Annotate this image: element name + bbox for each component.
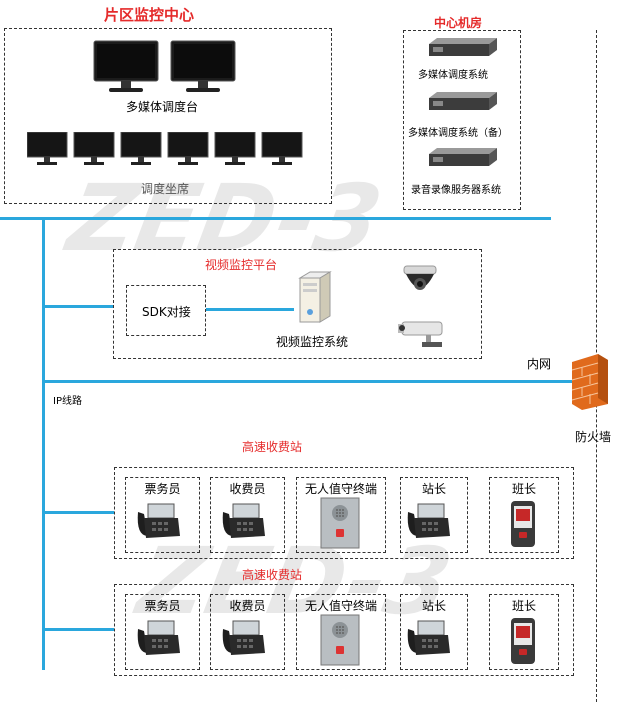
station1-cell-ticket: 票务员 bbox=[125, 477, 200, 553]
station2-box bbox=[114, 584, 574, 676]
ip-phone-icon bbox=[404, 500, 452, 540]
station2-cell-toll: 收费员 bbox=[210, 594, 285, 670]
cell-label: 无人值守终端 bbox=[304, 599, 377, 613]
ip-phone-icon bbox=[219, 500, 267, 540]
main-vertical-line bbox=[42, 217, 45, 670]
monitor-center-box bbox=[4, 28, 332, 204]
server-rack-icon bbox=[425, 90, 501, 114]
intercom-terminal-icon bbox=[320, 497, 360, 549]
station2-cell-ticket: 票务员 bbox=[125, 594, 200, 670]
intranet-line bbox=[42, 380, 572, 383]
machine-room-item-1: 多媒体调度系统 bbox=[418, 70, 488, 81]
server-tower-icon bbox=[296, 270, 336, 326]
console-label: 多媒体调度台 bbox=[126, 100, 199, 114]
seat-monitors bbox=[27, 132, 307, 168]
ip-phone-icon bbox=[404, 617, 452, 657]
server-rack-icon bbox=[425, 36, 501, 60]
sdk-label: SDK对接 bbox=[142, 305, 191, 319]
cell-label: 票务员 bbox=[144, 482, 181, 496]
station2-cell-monitor: 班长 bbox=[489, 594, 559, 670]
station2-title: 高速收费站 bbox=[242, 568, 303, 582]
machine-room-item-2: 多媒体调度系统（备） bbox=[408, 128, 508, 139]
station1-title: 高速收费站 bbox=[242, 440, 303, 454]
machine-room-title: 中心机房 bbox=[434, 16, 483, 30]
cell-label: 班长 bbox=[511, 599, 536, 613]
ip-phone-icon bbox=[134, 617, 182, 657]
sdk-box bbox=[126, 285, 206, 336]
firewall-label: 防火墙 bbox=[575, 430, 612, 444]
dome-camera-icon bbox=[400, 262, 440, 302]
bullet-camera-icon bbox=[396, 318, 448, 350]
video-system-label: 视频监控系统 bbox=[276, 335, 349, 349]
machine-room-item-3: 录音录像服务器系统 bbox=[411, 185, 501, 196]
cell-label: 收费员 bbox=[229, 599, 266, 613]
console-monitor-2 bbox=[170, 40, 236, 94]
video-platform-title: 视频监控平台 bbox=[205, 258, 278, 272]
video-platform-box bbox=[113, 249, 482, 359]
cell-label: 收费员 bbox=[229, 482, 266, 496]
station2-cell-stationmaster: 站长 bbox=[400, 594, 468, 670]
station1-branch-line bbox=[42, 511, 114, 514]
seats-label: 调度坐席 bbox=[141, 182, 190, 196]
firewall-icon bbox=[570, 352, 610, 412]
top-network-line bbox=[0, 217, 551, 220]
console-monitor-1 bbox=[93, 40, 159, 94]
intranet-label: 内网 bbox=[527, 357, 552, 371]
station1-cell-unattended: 无人值守终端 bbox=[296, 477, 386, 553]
ip-phone-icon bbox=[219, 617, 267, 657]
mobile-terminal-icon bbox=[510, 500, 536, 548]
station1-box bbox=[114, 467, 574, 559]
video-branch-line bbox=[42, 305, 113, 308]
station1-cell-stationmaster: 站长 bbox=[400, 477, 468, 553]
cell-label: 班长 bbox=[511, 482, 536, 496]
station1-cell-toll: 收费员 bbox=[210, 477, 285, 553]
server-rack-icon bbox=[425, 146, 501, 170]
cell-label: 站长 bbox=[421, 482, 446, 496]
station1-cell-monitor: 班长 bbox=[489, 477, 559, 553]
machine-room-box bbox=[403, 30, 521, 210]
cell-label: 站长 bbox=[421, 599, 446, 613]
cell-label: 无人值守终端 bbox=[304, 482, 377, 496]
station2-branch-line bbox=[42, 628, 114, 631]
cell-label: 票务员 bbox=[144, 599, 181, 613]
monitor-center-title: 片区监控中心 bbox=[104, 6, 195, 24]
station2-cell-unattended: 无人值守终端 bbox=[296, 594, 386, 670]
seat-monitor-icon bbox=[27, 132, 303, 165]
intercom-terminal-icon bbox=[320, 614, 360, 666]
sdk-link-line bbox=[206, 308, 294, 311]
ip-line-label: IP线路 bbox=[53, 396, 82, 407]
ip-phone-icon bbox=[134, 500, 182, 540]
mobile-terminal-icon bbox=[510, 617, 536, 665]
